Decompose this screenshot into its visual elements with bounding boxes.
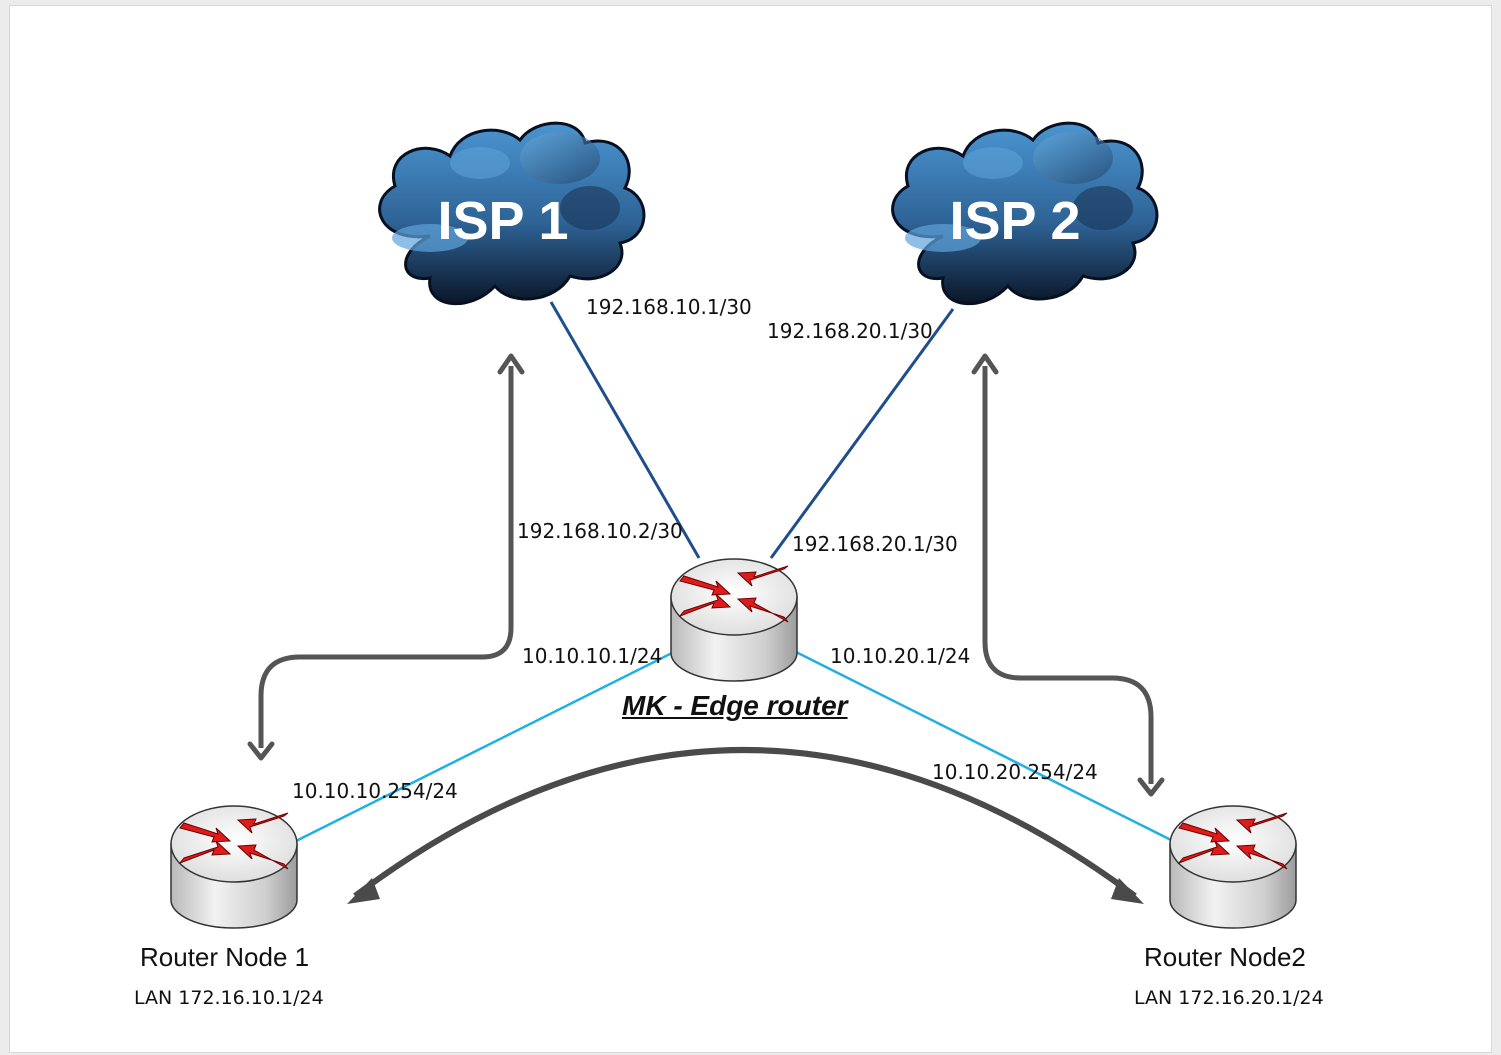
- flow-arrow-isp2-head: [971, 353, 999, 375]
- link-isp1-edge: [549, 301, 701, 559]
- flow-arrow-isp2-node2: [982, 366, 1154, 784]
- flow-arrow-isp1-node1: [258, 366, 514, 748]
- edge-node2-interface-label: 10.10.20.1/24: [830, 644, 971, 668]
- isp2-label: ISP 2: [949, 191, 1080, 251]
- router-node2-label: Router Node2: [1144, 942, 1306, 972]
- flow-arrow-arc-head-left: [347, 878, 380, 904]
- flow-arrow-arc-head-right: [1111, 878, 1144, 904]
- link-edge-node2: [795, 650, 1174, 843]
- edge-router-icon: [670, 558, 798, 682]
- isp1-label: ISP 1: [437, 191, 568, 251]
- isp2-cloud-icon: [891, 121, 1159, 306]
- router-node1-lan: LAN 172.16.10.1/24: [134, 987, 324, 1009]
- flow-arrow-node2-head: [1137, 777, 1165, 797]
- router-node2-lan: LAN 172.16.20.1/24: [1134, 987, 1324, 1009]
- network-diagram-canvas: ISP 1 ISP 2 192.168.10.1/30 192.168.20.1…: [9, 5, 1492, 1053]
- edge-node1-interface-label: 10.10.10.1/24: [522, 644, 663, 668]
- isp1-cloud-icon: [378, 121, 646, 306]
- flow-arrow-isp1-head: [497, 353, 525, 375]
- flow-arrow-node1-head: [247, 741, 275, 761]
- link-isp2-edge: [769, 308, 955, 559]
- edge-isp1-interface-label: 192.168.10.2/30: [517, 519, 683, 543]
- node1-interface-label: 10.10.10.254/24: [292, 779, 458, 803]
- edge-isp2-interface-label: 192.168.20.1/30: [792, 532, 958, 556]
- link-edge-node1: [295, 650, 675, 843]
- isp1-interface-label: 192.168.10.1/30: [586, 295, 752, 319]
- node2-interface-label: 10.10.20.254/24: [932, 760, 1098, 784]
- diagram-svg: ISP 1 ISP 2: [170, 121, 1297, 929]
- flow-arrow-node1-node2: [353, 747, 1137, 899]
- isp2-interface-label: 192.168.20.1/30: [767, 319, 933, 343]
- edge-router-label: MK - Edge router: [622, 690, 848, 721]
- router-node1-icon: [170, 805, 298, 929]
- router-node2-icon: [1169, 805, 1297, 929]
- router-node1-label: Router Node 1: [140, 942, 310, 972]
